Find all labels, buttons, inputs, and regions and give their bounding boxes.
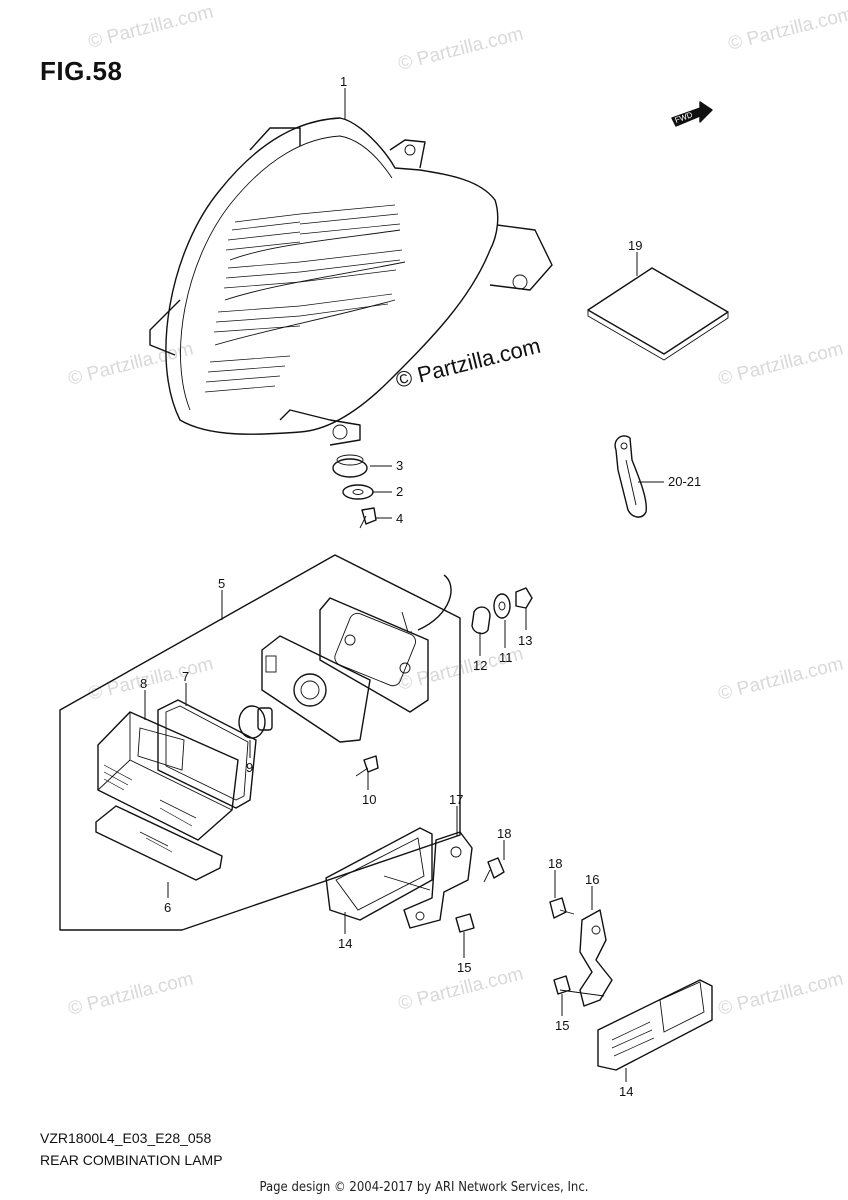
callout-13: 13 xyxy=(518,633,532,648)
callout-18-left: 18 xyxy=(497,826,511,841)
part-8-lens xyxy=(97,711,239,841)
part-9-bulb xyxy=(238,705,273,739)
watermark: © Partzilla.com xyxy=(66,339,195,390)
callout-19: 19 xyxy=(628,238,642,253)
callout-16: 16 xyxy=(585,872,599,887)
callout-12: 12 xyxy=(473,658,487,673)
callout-15-left: 15 xyxy=(457,960,471,975)
part-18-bolt-right xyxy=(549,897,575,919)
callout-9: 9 xyxy=(246,760,253,775)
part-10-screw xyxy=(355,755,379,777)
part-17-bracket xyxy=(383,831,473,929)
callout-14-left: 14 xyxy=(338,936,352,951)
callout-20-21: 20-21 xyxy=(668,474,701,489)
part-6-plate xyxy=(95,805,223,881)
leader-lines xyxy=(144,88,664,1082)
watermark: © Partzilla.com xyxy=(716,339,845,390)
callout-1: 1 xyxy=(340,74,347,89)
callout-17: 17 xyxy=(449,792,463,807)
callout-7: 7 xyxy=(182,669,189,684)
part-13-nut xyxy=(515,587,533,609)
part-5-lamp-base xyxy=(261,574,452,743)
diagram-name: REAR COMBINATION LAMP xyxy=(40,1152,223,1168)
callout-3: 3 xyxy=(396,458,403,473)
fwd-arrow-icon: FWD xyxy=(671,101,713,127)
callout-2: 2 xyxy=(396,484,403,499)
part-16-bracket xyxy=(559,909,613,1007)
page-credit: Page design © 2004-2017 by ARI Network S… xyxy=(259,1180,589,1195)
part-5-assembly-outline xyxy=(59,554,461,931)
part-19-pad xyxy=(587,267,729,361)
part-2-washer xyxy=(342,484,374,500)
watermark-center: © Partzilla.com xyxy=(393,333,543,393)
part-11-washer xyxy=(493,593,511,619)
callouts: 1 3 2 4 19 20-21 5 8 7 9 10 6 12 11 13 1… xyxy=(140,74,701,1099)
fig-title: FIG.58 xyxy=(40,56,123,86)
part-20-21-strap xyxy=(614,435,647,518)
watermark: © Partzilla.com xyxy=(726,4,848,55)
callout-6: 6 xyxy=(164,900,171,915)
callout-5: 5 xyxy=(218,576,225,591)
part-15-nut-left xyxy=(455,913,475,933)
watermark: © Partzilla.com xyxy=(716,654,845,705)
callout-8: 8 xyxy=(140,676,147,691)
watermark: © Partzilla.com xyxy=(86,654,215,705)
watermark: © Partzilla.com xyxy=(86,2,215,53)
callout-10: 10 xyxy=(362,792,376,807)
callout-11: 11 xyxy=(499,650,513,665)
part-14-reflector-right xyxy=(597,979,713,1071)
watermark: © Partzilla.com xyxy=(396,24,525,75)
callout-14-right: 14 xyxy=(619,1084,633,1099)
callout-4: 4 xyxy=(396,511,403,526)
model-code: VZR1800L4_E03_E28_058 xyxy=(40,1130,212,1146)
watermark: © Partzilla.com xyxy=(716,969,845,1020)
part-18-bolt-left xyxy=(483,857,505,883)
part-1-lamp-housing xyxy=(149,117,553,446)
callout-15-right: 15 xyxy=(555,1018,569,1033)
part-14-reflector-left xyxy=(325,827,433,921)
part-4-screw xyxy=(359,507,377,529)
part-3-grommet xyxy=(332,454,368,478)
part-7-gasket xyxy=(157,699,257,809)
callout-18-right: 18 xyxy=(548,856,562,871)
part-15-nut-right xyxy=(553,975,571,995)
watermark: © Partzilla.com xyxy=(66,969,195,1020)
watermarks: © Partzilla.com © Partzilla.com © Partzi… xyxy=(66,2,848,1020)
part-12-spacer xyxy=(471,606,491,635)
